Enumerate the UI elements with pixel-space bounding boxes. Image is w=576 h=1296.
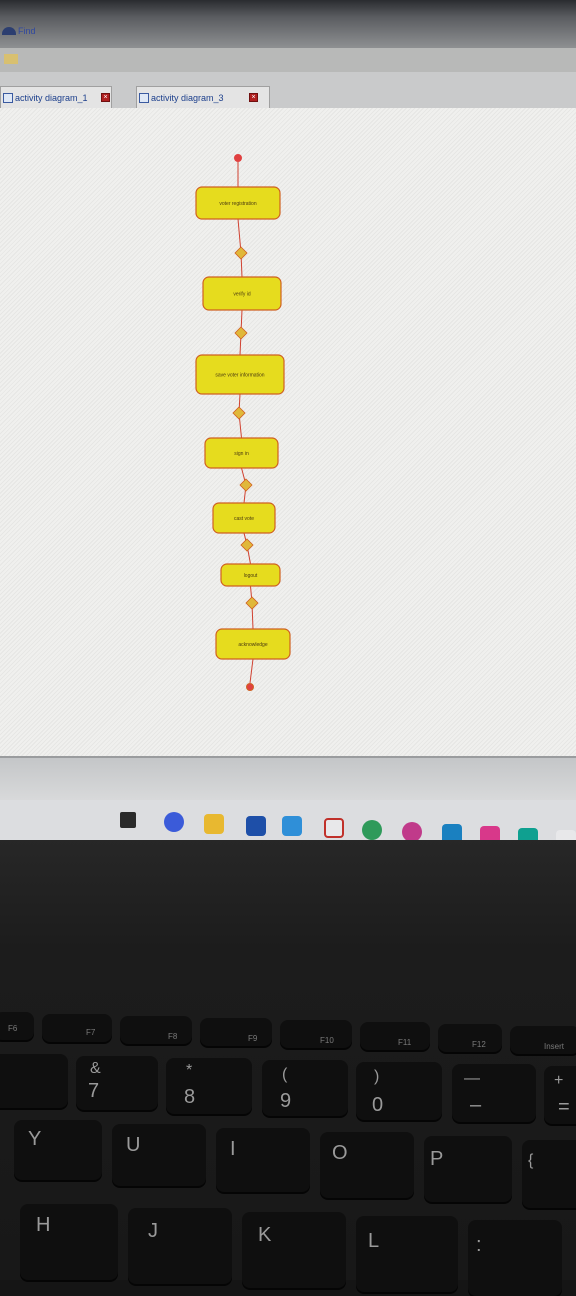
action-node-shape: [202, 276, 282, 311]
folder-icon[interactable]: [4, 54, 18, 64]
key-minus[interactable]: — –: [452, 1064, 536, 1122]
decision-node[interactable]: [245, 596, 259, 610]
action-node[interactable]: verify id: [202, 276, 282, 311]
chat-icon[interactable]: [164, 812, 184, 832]
app-l-icon[interactable]: [120, 812, 136, 828]
mail-icon[interactable]: [324, 818, 344, 838]
key-k[interactable]: K: [242, 1212, 346, 1288]
action-node[interactable]: acknowledge: [215, 628, 291, 660]
key-f10[interactable]: F10: [280, 1020, 352, 1048]
action-node-label: cast vote: [234, 516, 254, 522]
toolbar-strip: [0, 48, 576, 72]
key-y[interactable]: Y: [14, 1120, 102, 1180]
key-f6[interactable]: F6: [0, 1012, 34, 1040]
diagram-file-icon: [139, 93, 149, 103]
store-icon[interactable]: [246, 816, 266, 836]
diagram-file-icon: [3, 93, 13, 103]
decision-node[interactable]: [240, 538, 254, 552]
decision-node[interactable]: [234, 246, 248, 260]
decision-node[interactable]: [232, 406, 246, 420]
action-node-shape: [195, 186, 281, 220]
key-j[interactable]: J: [128, 1208, 232, 1284]
window-title-bar: Find: [0, 0, 576, 48]
action-node-label: voter registration: [219, 201, 256, 207]
tab-label: activity diagram_3: [151, 93, 224, 103]
file-explorer-icon[interactable]: [204, 814, 224, 834]
key-f11[interactable]: F11: [360, 1022, 430, 1050]
diagram-canvas[interactable]: voter registration verify id save voter in…: [0, 108, 576, 798]
key-f7[interactable]: F7: [42, 1014, 112, 1042]
key-p[interactable]: P: [424, 1136, 512, 1202]
find-toolbar[interactable]: Find: [2, 26, 36, 36]
key-colon[interactable]: :: [468, 1220, 562, 1296]
key-bracket[interactable]: {: [522, 1140, 576, 1208]
edge-browser-icon[interactable]: [362, 820, 382, 840]
action-node[interactable]: cast vote: [212, 502, 276, 534]
close-icon[interactable]: ×: [101, 93, 110, 102]
action-node-label: save voter information: [215, 373, 264, 379]
key-8[interactable]: * 8: [166, 1058, 252, 1114]
key-6[interactable]: [0, 1054, 68, 1108]
decision-node[interactable]: [234, 326, 248, 340]
final-node[interactable]: [246, 683, 254, 691]
app-icon[interactable]: [442, 824, 462, 844]
key-l[interactable]: L: [356, 1216, 458, 1292]
key-h[interactable]: H: [20, 1204, 118, 1280]
key-f9[interactable]: F9: [200, 1018, 272, 1046]
action-node-shape: [215, 628, 291, 660]
close-icon[interactable]: ×: [249, 93, 258, 102]
key-7[interactable]: & 7: [76, 1056, 158, 1110]
action-node-shape: [212, 502, 276, 534]
key-9[interactable]: ( 9: [262, 1060, 348, 1116]
decision-node[interactable]: [239, 478, 253, 492]
key-f8[interactable]: F8: [120, 1016, 192, 1044]
app-icon[interactable]: [282, 816, 302, 836]
key-f12[interactable]: F12: [438, 1024, 502, 1052]
key-equals[interactable]: + =: [544, 1066, 576, 1124]
action-node-shape: [220, 563, 281, 587]
app-icon[interactable]: [402, 822, 422, 842]
find-label: Find: [18, 26, 36, 36]
initial-node[interactable]: [234, 154, 242, 162]
key-i[interactable]: I: [216, 1128, 310, 1192]
action-node-label: sign in: [234, 451, 249, 457]
control-flow[interactable]: [249, 658, 254, 684]
key-insert[interactable]: Insert: [510, 1026, 576, 1054]
action-node-shape: [195, 354, 285, 395]
tab-label: activity diagram_1: [15, 93, 88, 103]
key-u[interactable]: U: [112, 1124, 206, 1186]
find-icon: [2, 27, 16, 35]
tab-bar: activity diagram_1 × activity diagram_3 …: [0, 72, 576, 110]
action-node[interactable]: save voter information: [195, 354, 285, 395]
status-bar: [0, 756, 576, 804]
action-node-label: verify id: [233, 292, 250, 298]
activity-diagram: voter registration verify id save voter in…: [195, 154, 291, 691]
action-node-shape: [204, 437, 279, 469]
laptop-body: F6 F7 F8 F9 F10 F11 F12 Insert & 7 * 8 (…: [0, 840, 576, 1296]
action-node[interactable]: sign in: [204, 437, 279, 469]
action-node-label: acknowledge: [238, 642, 267, 648]
action-node-label: logout: [244, 573, 258, 579]
tab-activity-diagram-3[interactable]: activity diagram_3 ×: [136, 86, 270, 108]
key-0[interactable]: ) 0: [356, 1062, 442, 1120]
action-node[interactable]: logout: [220, 563, 281, 587]
action-node[interactable]: voter registration: [195, 186, 281, 220]
key-o[interactable]: O: [320, 1132, 414, 1198]
tab-activity-diagram-1[interactable]: activity diagram_1 ×: [0, 86, 112, 108]
